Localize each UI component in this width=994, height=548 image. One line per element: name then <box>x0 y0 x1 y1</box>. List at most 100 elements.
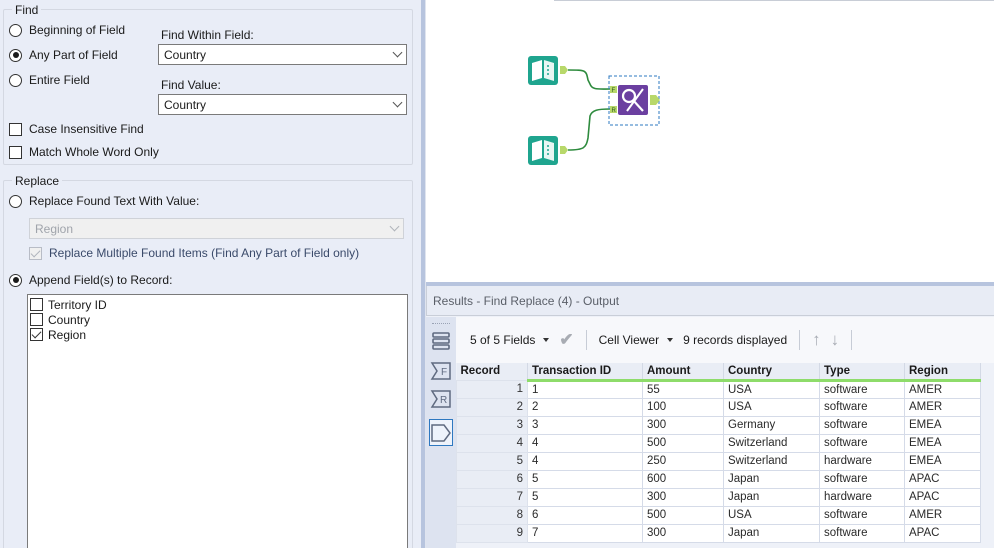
cell[interactable]: hardware <box>819 451 905 471</box>
list-view-button[interactable] <box>429 329 453 353</box>
radio-button-icon[interactable] <box>9 48 22 62</box>
radio-button-icon[interactable] <box>9 23 22 37</box>
column-header-region[interactable]: Region <box>904 363 981 382</box>
cell[interactable]: Japan <box>723 487 820 507</box>
radio-append-fields[interactable]: Append Field(s) to Record: <box>9 273 172 287</box>
cell[interactable]: AMER <box>904 397 981 417</box>
cell[interactable]: AMER <box>904 379 981 399</box>
cell[interactable]: 2 <box>527 397 643 417</box>
cell[interactable]: Japan <box>723 469 820 489</box>
cell[interactable]: USA <box>723 505 820 525</box>
grip-handle[interactable] <box>432 323 450 325</box>
replace-multiple-checkbox[interactable]: Replace Multiple Found Items (Find Any P… <box>29 246 359 260</box>
cell[interactable]: software <box>819 523 905 543</box>
cell[interactable]: Germany <box>723 415 820 435</box>
data-view-button[interactable] <box>429 419 453 446</box>
table-row[interactable]: 9 7 300 Japan software APAC <box>456 523 981 543</box>
table-row[interactable]: 6 5 600 Japan software APAC <box>456 469 981 489</box>
cell[interactable]: 300 <box>642 487 724 507</box>
cell[interactable]: software <box>819 415 905 435</box>
table-row[interactable]: 5 4 250 Switzerland hardware EMEA <box>456 451 981 471</box>
table-row[interactable]: 7 5 300 Japan hardware APAC <box>456 487 981 507</box>
cell[interactable]: EMEA <box>904 415 981 435</box>
find-value-select[interactable]: Country <box>158 94 407 115</box>
cell[interactable]: 4 <box>527 433 643 453</box>
column-header-amount[interactable]: Amount <box>642 363 724 382</box>
cell[interactable]: 3 <box>527 415 643 435</box>
cell[interactable]: 6 <box>527 505 643 525</box>
cell[interactable]: Japan <box>723 523 820 543</box>
workflow-canvas[interactable]: F R <box>426 0 994 282</box>
match-whole-word-checkbox[interactable]: Match Whole Word Only <box>9 145 159 159</box>
radio-button-icon[interactable] <box>9 194 22 208</box>
cell[interactable]: USA <box>723 397 820 417</box>
append-field-country[interactable]: Country <box>28 312 407 327</box>
cell[interactable]: 500 <box>642 433 724 453</box>
column-header-record[interactable]: Record <box>456 363 528 380</box>
radio-entire-field[interactable]: Entire Field <box>9 73 90 87</box>
append-field-region[interactable]: Region <box>28 327 407 342</box>
arrow-up-icon[interactable]: ↑ <box>812 330 821 349</box>
radio-button-icon[interactable] <box>9 273 22 287</box>
cell[interactable]: APAC <box>904 523 981 543</box>
cell[interactable]: software <box>819 379 905 399</box>
column-header-transaction-id[interactable]: Transaction ID <box>527 363 643 382</box>
cell[interactable]: Switzerland <box>723 433 820 453</box>
vertical-splitter[interactable] <box>419 0 426 548</box>
checkbox-icon[interactable] <box>30 328 43 341</box>
cell[interactable]: 300 <box>642 523 724 543</box>
case-insensitive-checkbox[interactable]: Case Insensitive Find <box>9 122 144 136</box>
fields-dropdown[interactable]: 5 of 5 Fields <box>470 333 550 347</box>
table-row[interactable]: 1 1 55 USA software AMER <box>456 379 981 399</box>
cell-viewer-dropdown[interactable]: Cell Viewer <box>599 333 674 347</box>
input-data-tool-2[interactable] <box>528 136 568 165</box>
column-header-country[interactable]: Country <box>723 363 820 382</box>
radio-replace-found-text[interactable]: Replace Found Text With Value: <box>9 194 199 208</box>
cell[interactable]: hardware <box>819 487 905 507</box>
cell[interactable]: 250 <box>642 451 724 471</box>
checkbox-icon[interactable] <box>9 122 22 136</box>
cell[interactable]: software <box>819 469 905 489</box>
cell[interactable]: EMEA <box>904 451 981 471</box>
cell[interactable]: EMEA <box>904 433 981 453</box>
cell[interactable]: APAC <box>904 487 981 507</box>
checkbox-icon[interactable] <box>30 298 43 311</box>
append-fields-list[interactable]: Territory ID Country Region <box>27 294 408 548</box>
records-view-button[interactable]: R <box>429 387 453 411</box>
replace-value-select[interactable]: Region <box>29 218 404 239</box>
cell[interactable]: 300 <box>642 415 724 435</box>
arrow-down-icon[interactable]: ↓ <box>830 330 840 349</box>
checkbox-icon[interactable] <box>30 313 43 326</box>
cell[interactable]: APAC <box>904 469 981 489</box>
column-header-type[interactable]: Type <box>819 363 905 382</box>
find-replace-tool[interactable]: F R <box>608 75 660 126</box>
cell[interactable]: Switzerland <box>723 451 820 471</box>
radio-any-part-of-field[interactable]: Any Part of Field <box>9 48 118 62</box>
cell[interactable]: software <box>819 433 905 453</box>
checkmark-icon[interactable]: ✔ <box>559 330 574 349</box>
cell[interactable]: 5 <box>527 469 643 489</box>
cell[interactable]: 100 <box>642 397 724 417</box>
input-data-tool-1[interactable] <box>528 56 568 85</box>
cell[interactable]: 5 <box>527 487 643 507</box>
cell[interactable]: 500 <box>642 505 724 525</box>
cell[interactable]: 55 <box>642 379 724 399</box>
find-within-field-select[interactable]: Country <box>158 44 407 65</box>
cell[interactable]: 600 <box>642 469 724 489</box>
cell[interactable]: 7 <box>527 523 643 543</box>
cell[interactable]: USA <box>723 379 820 399</box>
checkbox-icon[interactable] <box>9 145 22 159</box>
append-field-territory-id[interactable]: Territory ID <box>28 297 407 312</box>
cell[interactable]: software <box>819 397 905 417</box>
table-row[interactable]: 3 3 300 Germany software EMEA <box>456 415 981 435</box>
horizontal-splitter[interactable] <box>426 282 994 286</box>
cell[interactable]: AMER <box>904 505 981 525</box>
fields-view-button[interactable]: F <box>429 359 453 383</box>
radio-button-icon[interactable] <box>9 73 22 87</box>
cell[interactable]: software <box>819 505 905 525</box>
table-row[interactable]: 8 6 500 USA software AMER <box>456 505 981 525</box>
radio-beginning-of-field[interactable]: Beginning of Field <box>9 23 125 37</box>
cell[interactable]: 4 <box>527 451 643 471</box>
checkbox-icon[interactable] <box>29 246 42 260</box>
cell[interactable]: 1 <box>527 379 643 399</box>
